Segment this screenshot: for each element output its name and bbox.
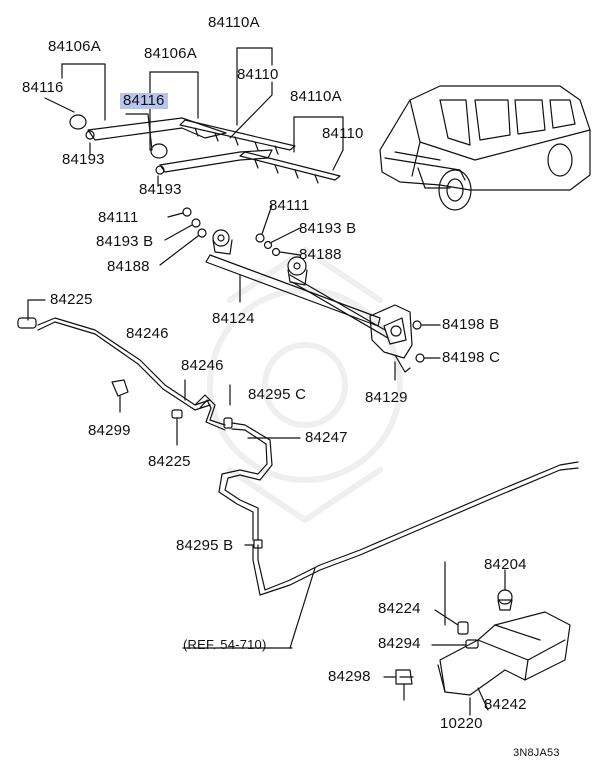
- label-84299[interactable]: 84299: [88, 422, 131, 439]
- label-84193B-left[interactable]: 84193 B: [96, 233, 154, 250]
- label-84116-highlight[interactable]: 84116: [120, 93, 168, 109]
- washer-tank: [383, 561, 571, 716]
- label-84106A-mid[interactable]: 84106A: [144, 45, 197, 62]
- label-84188-right[interactable]: 84188: [299, 246, 342, 263]
- label-84111-left[interactable]: 84111: [98, 209, 139, 226]
- label-84116-left[interactable]: 84116: [22, 79, 64, 96]
- wiper-blade-right: [239, 151, 341, 184]
- label-84124[interactable]: 84124: [212, 310, 255, 327]
- label-84204[interactable]: 84204: [484, 556, 527, 573]
- label-84111-right[interactable]: 84111: [269, 197, 310, 214]
- label-84193-left[interactable]: 84193: [62, 151, 105, 168]
- label-84242[interactable]: 84242: [484, 696, 527, 713]
- label-84193B-right[interactable]: 84193 B: [299, 220, 357, 237]
- washer-hose-mid: [171, 379, 301, 541]
- label-84110A-top[interactable]: 84110A: [208, 14, 260, 31]
- wiper-arm-left: [69, 114, 227, 141]
- reference-label[interactable]: (REF. 54-710): [183, 637, 267, 652]
- wiper-motor: [369, 304, 441, 381]
- label-84247[interactable]: 84247: [305, 429, 348, 446]
- label-84295C[interactable]: 84295 C: [248, 386, 307, 403]
- label-84188-left[interactable]: 84188: [107, 258, 150, 275]
- washer-hose-long: [182, 461, 579, 649]
- nuts-right: [255, 204, 301, 257]
- label-84225-bottom[interactable]: 84225: [148, 453, 191, 470]
- label-84246-b[interactable]: 84246: [181, 357, 224, 374]
- label-84129[interactable]: 84129: [365, 389, 408, 406]
- washer-hose-upper: [17, 299, 211, 411]
- diagram-code: 3N8JA53: [513, 747, 560, 759]
- label-84110A-right[interactable]: 84110A: [290, 88, 342, 105]
- label-84225-top[interactable]: 84225: [50, 291, 93, 308]
- label-84110-top[interactable]: 84110: [237, 66, 279, 83]
- label-84246-a[interactable]: 84246: [126, 325, 169, 342]
- nuts-left: [159, 207, 207, 266]
- label-10220[interactable]: 10220: [440, 715, 483, 732]
- hose-clip: [111, 379, 129, 413]
- label-84224[interactable]: 84224: [378, 600, 421, 617]
- label-84298[interactable]: 84298: [328, 668, 371, 685]
- label-84106A-left[interactable]: 84106A: [48, 38, 101, 55]
- wiper-blade-left: [179, 119, 296, 155]
- label-84193-mid[interactable]: 84193: [139, 181, 182, 198]
- wiper-linkage: [205, 229, 389, 339]
- label-84294[interactable]: 84294: [378, 635, 421, 652]
- label-84110-right[interactable]: 84110: [322, 125, 364, 142]
- label-84198B[interactable]: 84198 B: [442, 316, 500, 333]
- bracket-lines-top: [44, 47, 344, 187]
- label-84198C[interactable]: 84198 C: [442, 349, 501, 366]
- van-illustration: [379, 85, 591, 211]
- label-84295B[interactable]: 84295 B: [176, 537, 234, 554]
